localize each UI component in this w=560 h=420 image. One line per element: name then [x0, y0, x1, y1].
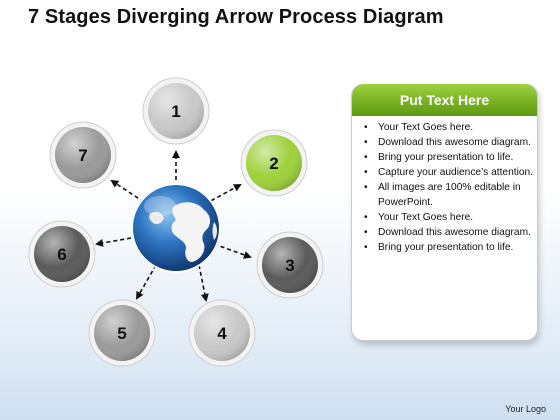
page-title: 7 Stages Diverging Arrow Process Diagram	[28, 6, 444, 28]
globe-icon	[131, 183, 221, 273]
stage-number: 4	[217, 324, 227, 343]
panel-header: Put Text Here	[352, 84, 537, 116]
stage-number: 2	[269, 154, 278, 173]
stage-number: 6	[57, 245, 66, 264]
logo-placeholder: Your Logo	[505, 404, 546, 414]
bullet-item: Bring your presentation to life.	[362, 150, 534, 165]
diverging-arrow	[95, 237, 132, 247]
bullet-item: Download this awesome diagram.	[362, 135, 534, 150]
stage-number: 7	[78, 146, 87, 165]
stage-number: 3	[285, 256, 294, 275]
stage-disc-5: 5	[88, 299, 156, 367]
bullet-item: Your Text Goes here.	[362, 210, 534, 225]
stage-disc-2: 2	[240, 129, 308, 197]
bullet-item: Your Text Goes here.	[362, 120, 534, 135]
stage-disc-7: 7	[49, 121, 117, 189]
stage-number: 1	[171, 102, 180, 121]
bullet-item: Download this awesome diagram.	[362, 225, 534, 240]
diverging-arrow	[198, 264, 209, 302]
bullet-list: Your Text Goes here. Download this aweso…	[362, 120, 534, 255]
stage-disc-1: 1	[142, 77, 210, 145]
bullet-item: Capture your audience’s attention.	[362, 165, 534, 180]
stage-number: 5	[117, 324, 126, 343]
stage-discs-group: 1 2 3 4 5 6 7	[28, 77, 324, 367]
bullet-item: All images are 100% editable in PowerPoi…	[362, 180, 534, 210]
diverging-arrow	[110, 179, 145, 203]
diverging-arrow	[136, 264, 157, 300]
stage-disc-6: 6	[28, 220, 96, 288]
stage-disc-4: 4	[188, 299, 256, 367]
bullet-item: Bring your presentation to life.	[362, 240, 534, 255]
diverging-arrow	[213, 243, 252, 259]
stage-disc-3: 3	[256, 231, 324, 299]
